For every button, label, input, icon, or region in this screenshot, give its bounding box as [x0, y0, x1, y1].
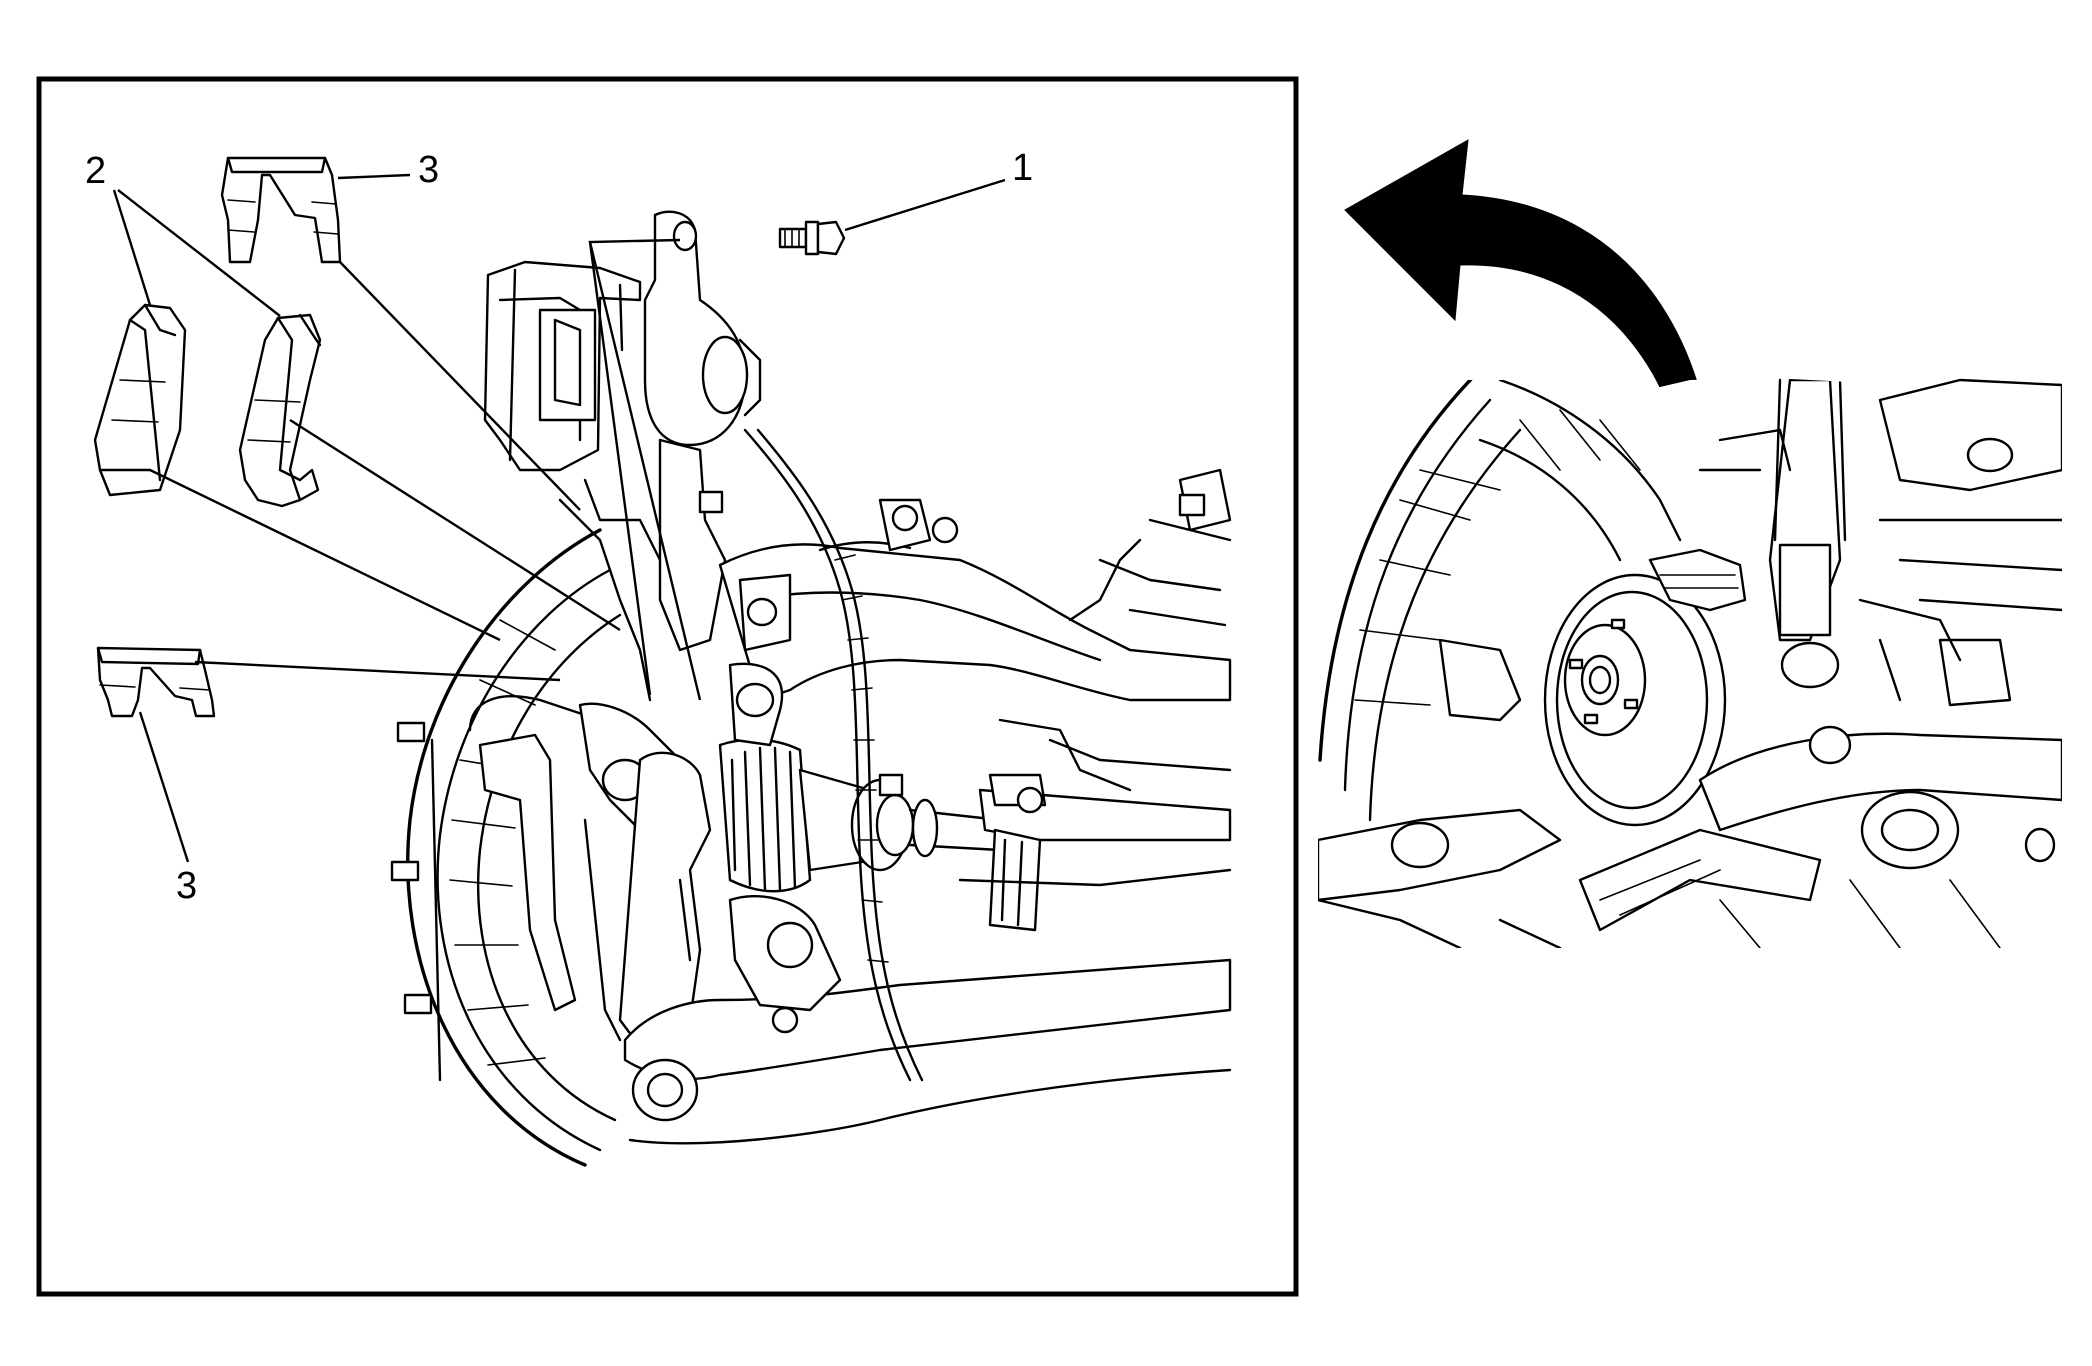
underbody-context [1318, 378, 2062, 948]
caliper-bolt [778, 220, 846, 256]
brake-pad-inner [238, 313, 322, 508]
brake-hose-harness [743, 428, 924, 1082]
pad-clip-lower [96, 646, 216, 718]
callout-2: 2 [85, 150, 106, 192]
callout-leaders [112, 173, 1006, 863]
steering-knuckle [578, 702, 1232, 1145]
orientation-view [1318, 139, 2062, 948]
main-detail-view: 1 2 3 3 [36, 76, 1299, 1297]
brake-pad-outer [93, 303, 187, 497]
pad-clip-upper [220, 156, 342, 264]
callout-3-lower: 3 [176, 865, 197, 907]
callout-3-upper: 3 [418, 149, 439, 191]
brake-rotor [390, 528, 622, 1167]
wheel-stud [390, 721, 433, 1015]
rear-subframe [718, 468, 1232, 932]
drive-axle [718, 738, 1032, 893]
callout-1: 1 [1012, 147, 1033, 189]
